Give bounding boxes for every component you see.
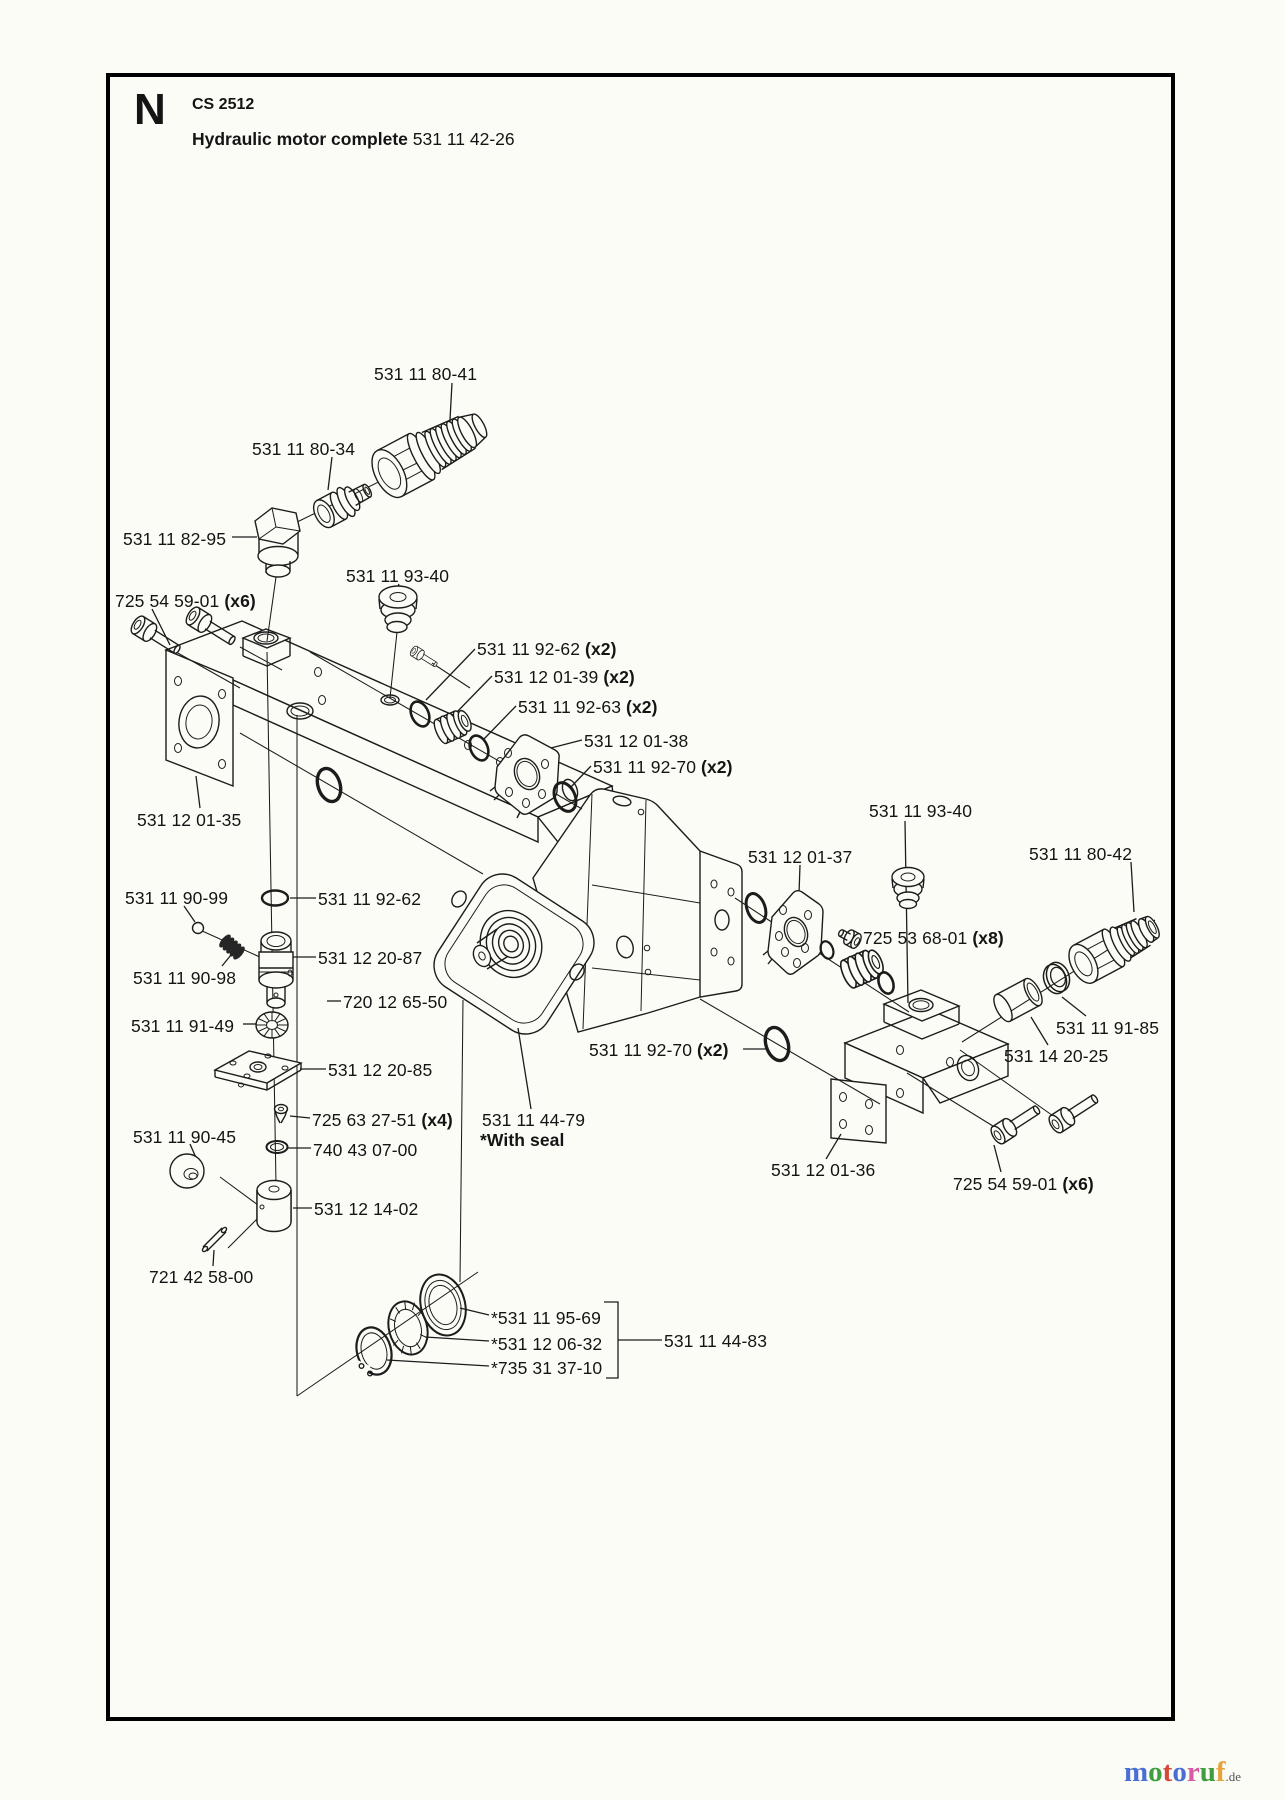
cylinder-531-12-14-02 — [256, 1179, 292, 1233]
part-label: 531 11 92-70 (x2) — [593, 757, 733, 777]
part-label: 531 14 20-25 — [1004, 1046, 1109, 1066]
plug-right — [891, 866, 925, 910]
diagram-title-part-number: 531 11 42-26 — [412, 129, 515, 149]
part-label: 531 11 91-85 — [1056, 1018, 1160, 1038]
model-name: CS 2512 — [192, 96, 255, 113]
part-label: 531 11 44-83 — [664, 1331, 768, 1351]
part-label: 531 11 92-70 (x2) — [589, 1040, 729, 1060]
part-label: 531 11 92-62 (x2) — [477, 639, 617, 659]
motoruf-watermark-logo[interactable]: motoruf.de — [1124, 1756, 1242, 1788]
diagram-title: Hydraulic motor complete 531 11 42-26 — [192, 129, 515, 149]
o-rings — [260, 700, 1071, 1063]
part-label: 531 12 01-39 (x2) — [494, 667, 635, 687]
part-label: 531 11 93-40 — [869, 801, 973, 821]
part-label: 531 11 90-98 — [133, 968, 237, 988]
part-label-note: *With seal — [480, 1130, 565, 1150]
seal-washer-740-43-07-00 — [265, 1140, 289, 1154]
part-label: 531 11 44-79 — [482, 1110, 586, 1130]
part-label: 531 11 80-34 — [252, 439, 356, 459]
small-screw-725-63-27-51 — [273, 1103, 289, 1124]
valve-spring — [219, 934, 245, 960]
part-label: 725 63 27-51 (x4) — [312, 1110, 453, 1130]
part-label: 531 11 80-42 — [1029, 844, 1133, 864]
part-label: 725 54 59-01 (x6) — [953, 1174, 1094, 1194]
label-leader-lines — [151, 382, 1135, 1379]
part-label: 531 11 90-45 — [133, 1127, 237, 1147]
part-label: 531 12 20-87 — [318, 948, 423, 968]
spacer-bushing — [993, 977, 1043, 1023]
elbow-fitting — [254, 507, 301, 578]
right-manifold-block — [830, 989, 1010, 1144]
retaining-ring — [349, 1326, 393, 1381]
part-label: 531 11 90-99 — [125, 888, 229, 908]
hose-coupling-right — [1068, 915, 1160, 984]
part-label: *531 11 95-69 — [491, 1308, 601, 1328]
part-label: 531 12 01-38 — [584, 731, 689, 751]
section-letter: N — [134, 85, 166, 134]
hydraulic-motor-body — [433, 788, 743, 1035]
part-label: 531 11 93-40 — [346, 566, 450, 586]
part-label: 531 12 20-85 — [328, 1060, 433, 1080]
diagram-border-frame — [106, 73, 1175, 1721]
part-label: 531 11 80-41 — [374, 364, 478, 384]
port-plate-left — [489, 734, 560, 819]
part-label: 740 43 07-00 — [313, 1140, 418, 1160]
socket-screw-725-54-59-01-top-1 — [127, 613, 185, 660]
part-label: 720 12 65-50 — [343, 992, 448, 1012]
group-bracket — [604, 1301, 619, 1379]
part-label: 531 11 82-95 — [123, 529, 227, 549]
hose-coupling-large — [371, 413, 488, 499]
seal-ring-knurled — [387, 1300, 429, 1356]
valve-piston-right — [839, 949, 884, 989]
valve-cartridge — [258, 931, 294, 1009]
small-screw-725-54-59-01-mid — [408, 644, 440, 671]
shaft-seal-ring — [419, 1273, 467, 1337]
check-valve-ball-small — [191, 921, 205, 935]
part-label: 721 42 58-00 — [149, 1267, 254, 1287]
valve-plate — [213, 1050, 303, 1091]
watermark-domain-suffix: .de — [1225, 1769, 1242, 1784]
diagram-title-text: Hydraulic motor complete — [192, 129, 408, 149]
part-label: 531 12 01-36 — [771, 1160, 876, 1180]
part-label: 531 12 01-37 — [748, 847, 853, 867]
socket-screw-725-54-59-01-bottom-1 — [987, 1099, 1045, 1147]
part-label: 531 11 92-62 — [318, 889, 422, 909]
part-label: 725 53 68-01 (x8) — [863, 928, 1004, 948]
straight-fitting-small — [312, 483, 373, 529]
part-label: 531 12 01-35 — [137, 810, 242, 830]
ball-531-11-90-45 — [169, 1153, 205, 1189]
part-label: *735 31 37-10 — [491, 1358, 603, 1378]
part-label: 531 11 92-63 (x2) — [518, 697, 658, 717]
assembly-axis-lines — [175, 437, 1156, 1397]
port-plate-right — [762, 890, 824, 975]
socket-screw-725-54-59-01-bottom-2 — [1045, 1088, 1103, 1136]
bolt-725-53-68-01 — [837, 929, 862, 950]
part-label: *531 12 06-32 — [491, 1334, 603, 1354]
valve-piston-left — [433, 709, 472, 745]
part-label: 531 12 14-02 — [314, 1199, 419, 1219]
star-washer — [255, 1011, 289, 1039]
part-label: 531 11 91-49 — [131, 1016, 235, 1036]
pin-721-42-58-00 — [201, 1226, 228, 1253]
plug-top — [378, 585, 418, 634]
part-label: 725 54 59-01 (x6) — [115, 591, 256, 611]
